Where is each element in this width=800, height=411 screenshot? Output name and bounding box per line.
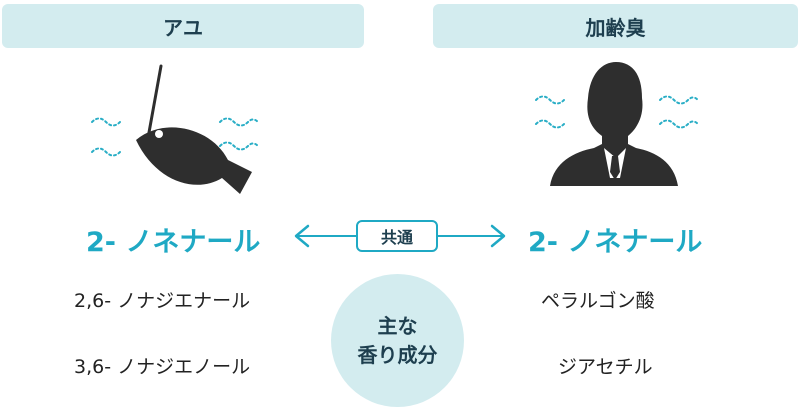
header-ayu: アユ — [2, 4, 364, 48]
fish-on-hook-icon — [91, 64, 259, 194]
header-aging-odor: 加齢臭 — [433, 4, 798, 48]
odor-waves-icon — [91, 117, 259, 157]
person-silhouette-icon — [535, 62, 699, 186]
circle-line-1: 主な — [377, 313, 418, 338]
main-compound-right: 2- ノネナール — [528, 227, 703, 258]
main-compound-left: 2- ノネナール — [86, 227, 261, 258]
compound-right-1: ペラルゴン酸 — [541, 290, 655, 312]
circle-line-2: 香り成分 — [357, 342, 438, 367]
compound-left-1: 2,6- ノナジエナール — [74, 290, 251, 312]
main-aroma-circle: 主な 香り成分 — [331, 274, 464, 407]
compound-left-2: 3,6- ノナジエノール — [74, 356, 251, 378]
common-label: 共通 — [356, 220, 438, 252]
odor-waves-icon — [535, 95, 699, 129]
compound-right-2: ジアセチル — [558, 356, 653, 378]
